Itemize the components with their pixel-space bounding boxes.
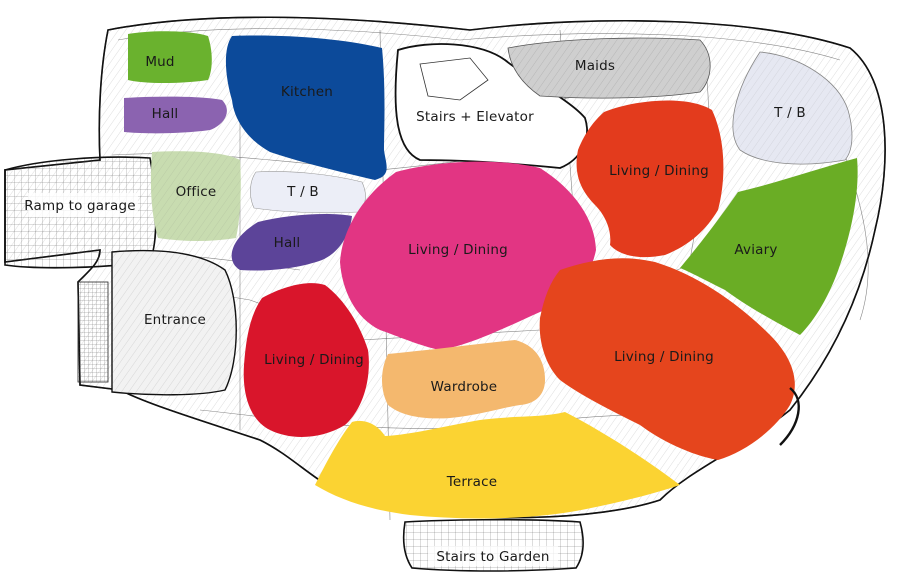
living-topright-fill [576,100,724,258]
room-hall-top: Hall [124,96,227,134]
aviary-fill [680,158,858,335]
room-label-hall-mid: Hall [274,235,301,251]
room-tb-right: T / B [732,51,853,165]
living-center-fill [340,161,596,350]
room-maids: Maids [507,37,711,99]
room-ramp-to-garage: Ramp to garage [4,156,157,269]
room-label-entrance: Entrance [144,312,206,328]
room-stairs-to-garden: Stairs to Garden [402,518,584,572]
kitchen-fill [225,35,387,180]
room-label-mud: Mud [145,54,174,70]
room-label-stairs-elevator: Stairs + Elevator [416,109,534,125]
room-label-living-left: Living / Dining [264,352,364,368]
room-label-maids: Maids [575,58,615,74]
room-label-terrace: Terrace [446,474,498,490]
room-label-hall-top: Hall [152,106,179,122]
room-aviary: Aviary [680,158,858,335]
terrace-fill [315,412,680,519]
room-living-dining-right: Living / Dining [539,258,800,460]
room-label-living-right: Living / Dining [614,349,714,365]
room-wardrobe: Wardrobe [382,340,545,419]
living-left-fill [243,283,369,437]
room-living-dining-left: Living / Dining [243,283,369,437]
mud-fill [128,31,212,83]
room-hall-mid: Hall [231,214,352,271]
room-label-wardrobe: Wardrobe [431,379,498,395]
room-mud: Mud [128,31,212,83]
room-office: Office [150,151,241,241]
room-label-ramp: Ramp to garage [24,198,136,214]
living-right-fill [539,258,795,460]
room-label-tb-right: T / B [773,105,806,121]
room-label-tb-center: T / B [286,184,319,200]
hall-top-fill [124,96,227,134]
room-label-aviary: Aviary [734,242,777,258]
room-tb-center: T / B [250,171,366,214]
room-label-living-topright: Living / Dining [609,163,709,179]
wardrobe-fill [382,340,545,419]
hall-mid-fill [231,214,352,271]
room-label-stairs-garden: Stairs to Garden [436,549,549,565]
room-terrace: Terrace [315,412,680,519]
room-label-living-center: Living / Dining [408,242,508,258]
room-kitchen: Kitchen [225,35,387,180]
room-living-dining-topright: Living / Dining [576,100,724,258]
room-label-office: Office [176,184,217,200]
room-entrance: Entrance [77,249,237,396]
room-living-dining-center: Living / Dining [340,161,596,350]
room-label-kitchen: Kitchen [281,84,333,100]
